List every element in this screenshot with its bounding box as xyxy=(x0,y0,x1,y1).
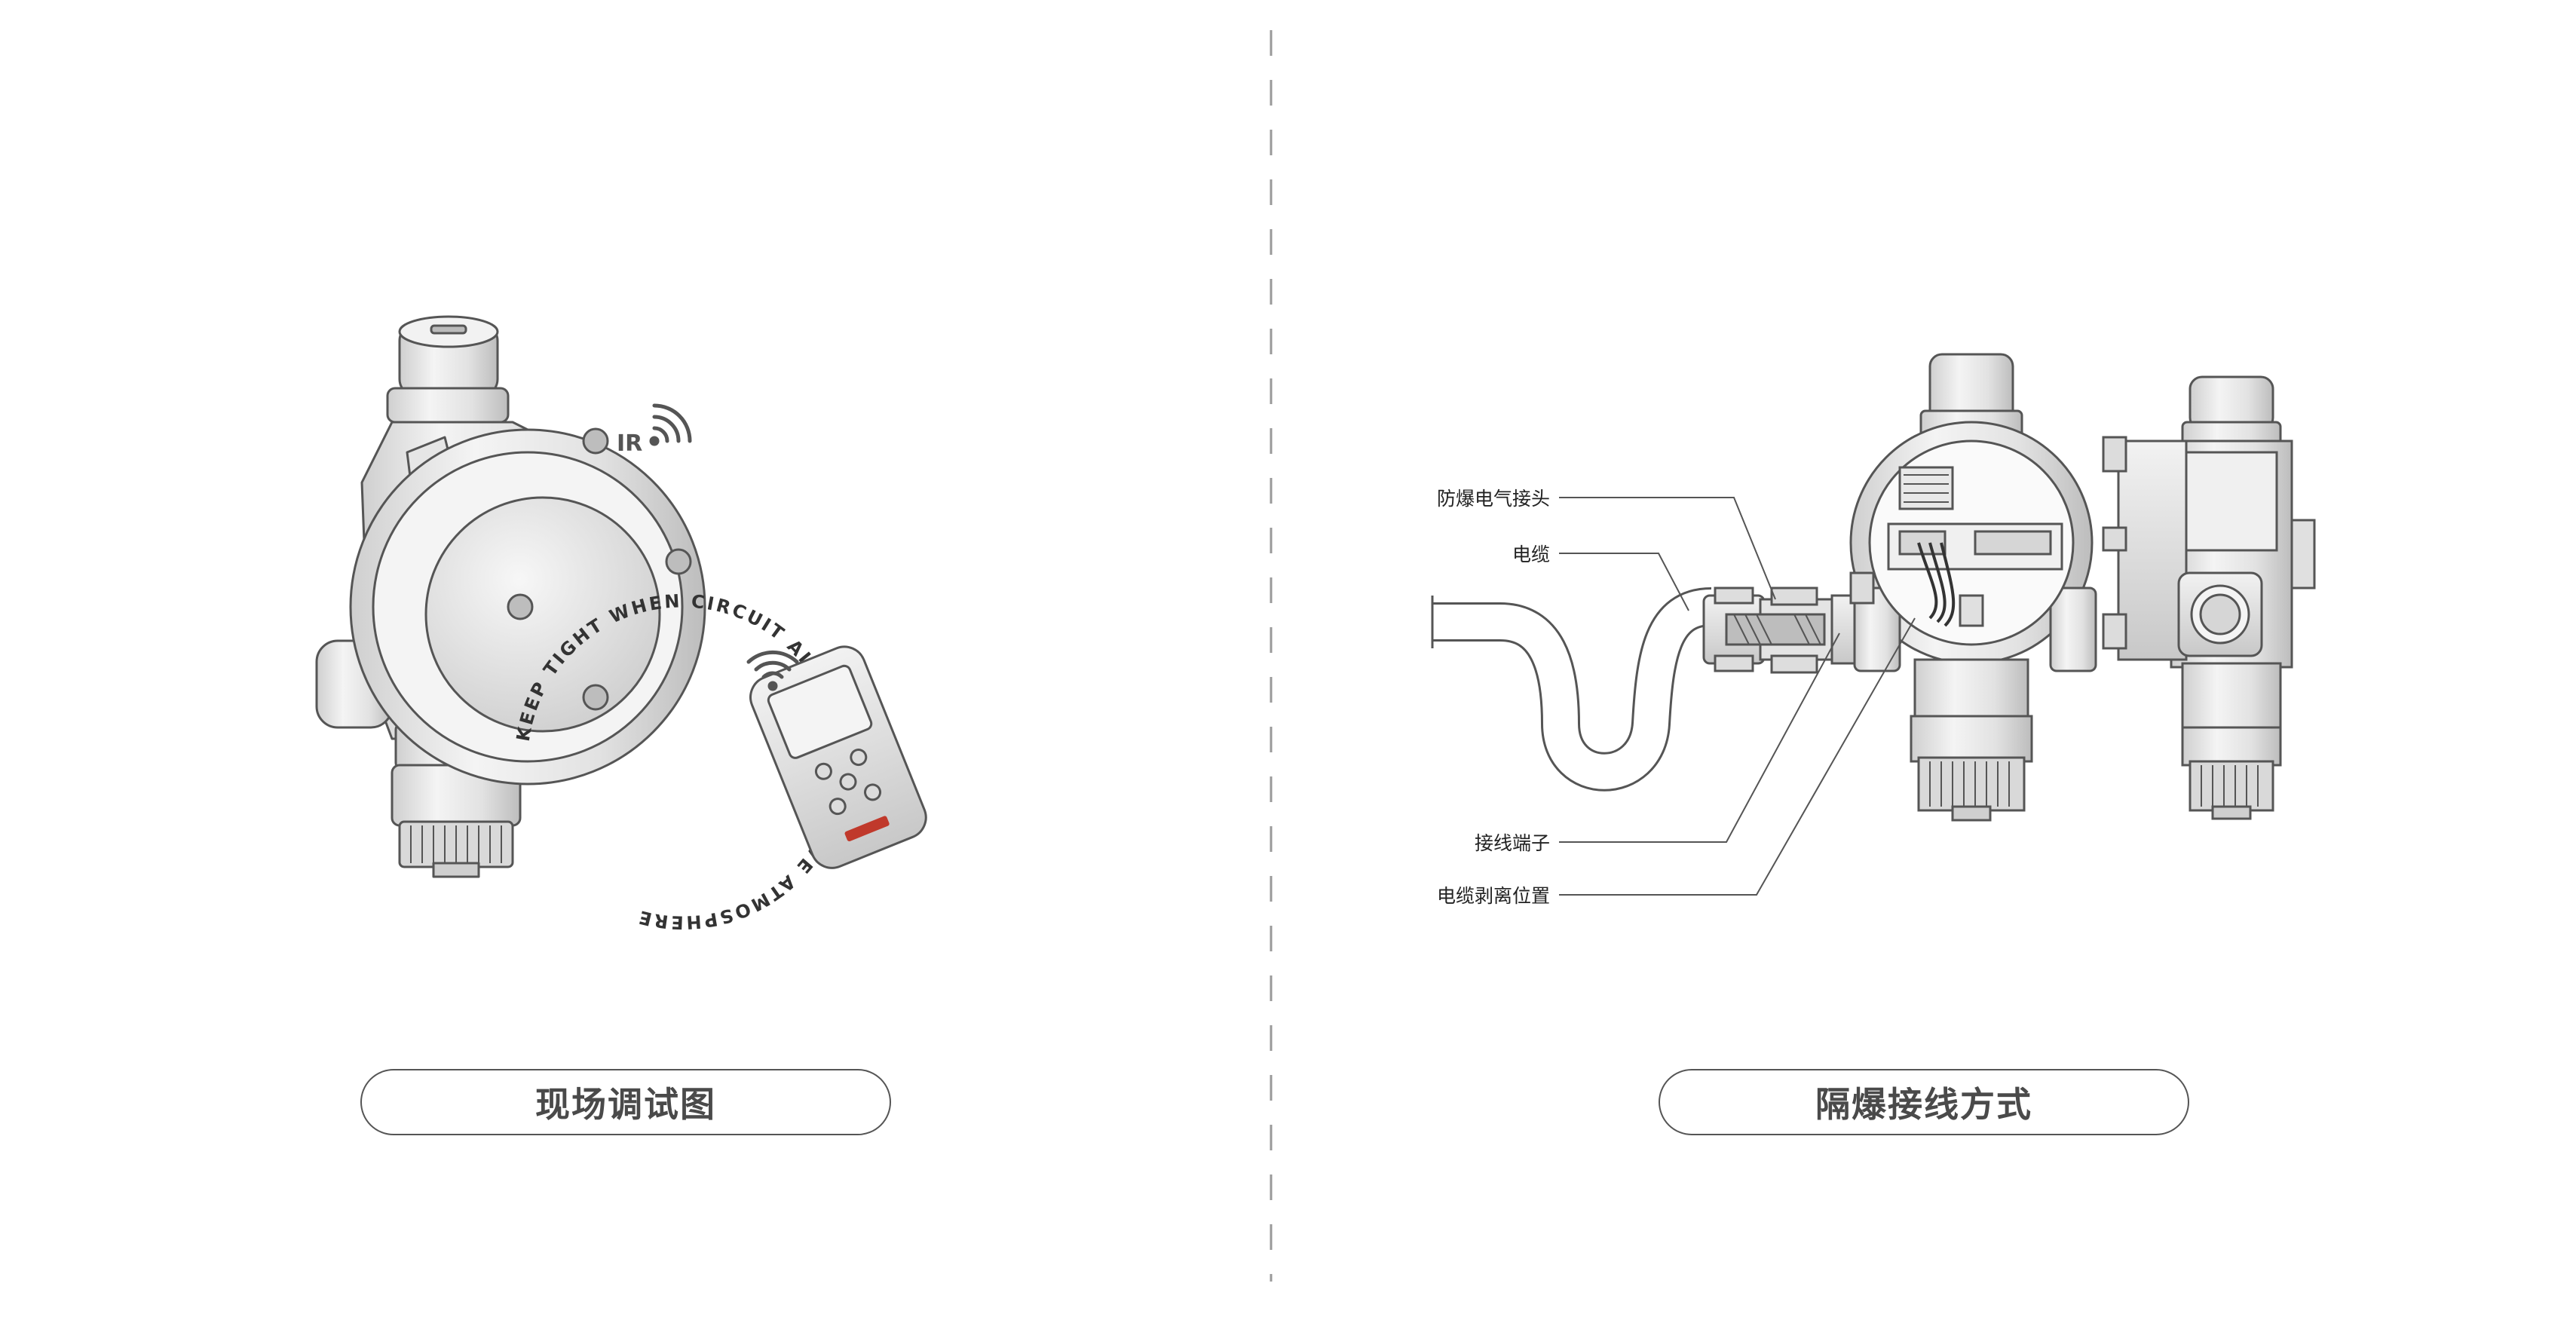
remote-controller xyxy=(749,645,927,869)
gas-detector-front-open xyxy=(1849,353,2097,822)
cable-gland xyxy=(1702,586,1864,674)
callout-leaders xyxy=(1559,497,1916,896)
caption-explosion-proof-wiring: 隔爆接线方式 xyxy=(1659,1069,2189,1135)
ir-signal-icon xyxy=(649,403,692,446)
callout-cable-strip-position: 电缆剥离位置 xyxy=(1436,885,1550,907)
caption-text: 隔爆接线方式 xyxy=(1815,1084,2032,1125)
gas-detector-left xyxy=(315,315,706,878)
callout-terminal: 接线端子 xyxy=(1474,832,1550,854)
caption-text: 现场调试图 xyxy=(535,1084,716,1125)
remote-signal-icon xyxy=(746,651,799,691)
gas-detector-side-view xyxy=(2102,375,2316,820)
callout-explosion-proof-connector: 防爆电气接头 xyxy=(1436,488,1550,510)
caption-field-commissioning: 现场调试图 xyxy=(360,1069,891,1135)
ir-label: IR xyxy=(617,430,642,457)
callout-cable: 电缆 xyxy=(1512,544,1550,565)
